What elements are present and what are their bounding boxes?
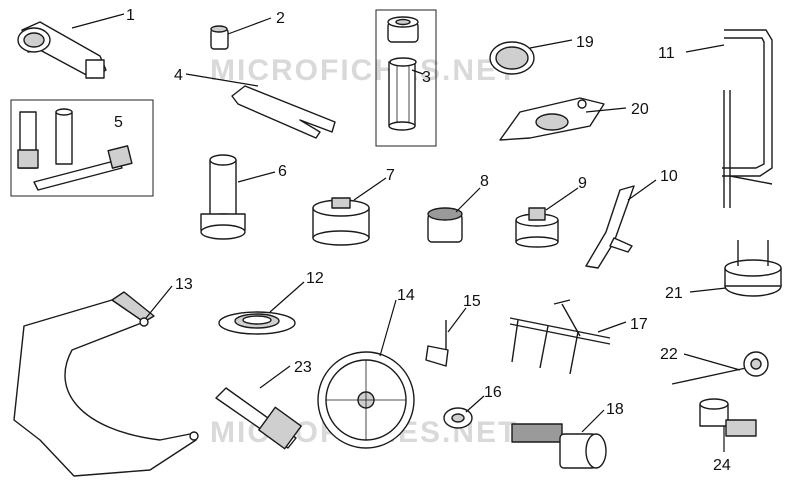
kit-box-5 <box>10 99 154 197</box>
leader-13 <box>145 285 173 319</box>
callout-8: 8 <box>480 173 489 190</box>
part-4-fork-plate[interactable] <box>231 85 336 139</box>
leader-9 <box>545 187 579 211</box>
callout-12: 12 <box>306 270 324 287</box>
part-14-flywheel[interactable] <box>317 351 415 449</box>
callout-1: 1 <box>126 7 135 24</box>
part-21-fixture[interactable] <box>724 240 782 297</box>
part-3-kit[interactable] <box>387 16 419 131</box>
callout-17: 17 <box>630 316 648 333</box>
callout-24: 24 <box>713 457 731 474</box>
leader-1 <box>71 13 125 29</box>
watermark-top: MICROFICHES.NET <box>210 54 518 87</box>
leader-14 <box>379 299 397 357</box>
leader-15 <box>447 307 467 333</box>
leader-11 <box>685 44 725 53</box>
part-24-adapter[interactable] <box>699 398 757 437</box>
callout-2: 2 <box>276 10 285 27</box>
part-7-puller[interactable] <box>312 197 370 246</box>
callout-7: 7 <box>386 167 395 184</box>
part-23-tube[interactable] <box>215 387 302 450</box>
leader-16 <box>465 395 485 413</box>
callout-22: 22 <box>660 346 678 363</box>
leader-17 <box>597 321 627 333</box>
callout-5: 5 <box>114 114 123 131</box>
leader-3 <box>411 69 424 75</box>
leader-22 <box>683 353 741 371</box>
part-16-washer[interactable] <box>443 407 473 429</box>
part-2-plug[interactable] <box>210 25 229 50</box>
part-15-bracket[interactable] <box>425 320 449 367</box>
callout-6: 6 <box>278 163 287 180</box>
callout-10: 10 <box>660 168 678 185</box>
leader-23 <box>259 365 291 389</box>
part-6-mandrel[interactable] <box>200 154 246 240</box>
callout-20: 20 <box>631 101 649 118</box>
callout-15: 15 <box>463 293 481 310</box>
part-10-lever[interactable] <box>585 185 635 269</box>
callout-18: 18 <box>606 401 624 418</box>
leader-2 <box>227 17 272 35</box>
leader-7 <box>353 177 387 201</box>
part-5-pin-kit[interactable] <box>17 108 133 191</box>
callout-16: 16 <box>484 384 502 401</box>
part-13-frame[interactable] <box>13 291 199 477</box>
leader-12 <box>269 281 305 313</box>
callout-23: 23 <box>294 359 312 376</box>
leader-10 <box>627 179 657 201</box>
part-11-c-clamp[interactable] <box>722 29 773 208</box>
part-20-holder[interactable] <box>499 97 605 141</box>
callout-3: 3 <box>422 69 431 86</box>
part-22-rod[interactable] <box>671 351 769 385</box>
leader-4 <box>185 73 259 87</box>
part-12-ring[interactable] <box>218 311 296 335</box>
callout-19: 19 <box>576 34 594 51</box>
callout-4: 4 <box>174 67 183 84</box>
leader-6 <box>237 171 276 183</box>
part-17-pin-tool[interactable] <box>509 299 611 375</box>
part-1-wrench[interactable] <box>17 21 107 79</box>
callout-21: 21 <box>665 285 683 302</box>
callout-9: 9 <box>578 175 587 192</box>
callout-14: 14 <box>397 287 415 304</box>
callout-11: 11 <box>658 45 675 62</box>
part-18-drift[interactable] <box>511 423 607 469</box>
callout-13: 13 <box>175 276 193 293</box>
leader-18 <box>581 409 605 433</box>
kit-box-3 <box>375 9 437 147</box>
leader-21 <box>689 287 727 293</box>
part-9-puller[interactable] <box>515 207 559 248</box>
leader-8 <box>455 187 481 213</box>
part-8-cup[interactable] <box>427 207 463 243</box>
leader-19 <box>529 39 573 49</box>
leader-20 <box>585 107 627 113</box>
part-19-band[interactable] <box>489 41 535 75</box>
